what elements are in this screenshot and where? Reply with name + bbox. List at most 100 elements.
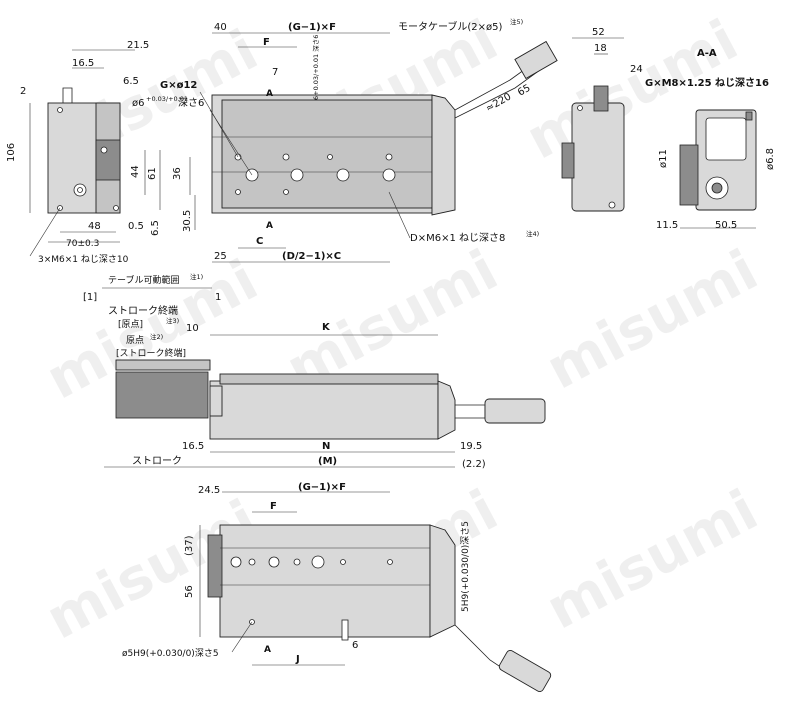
dim-16-5: 16.5 bbox=[182, 441, 204, 452]
dim-48: 48 bbox=[88, 221, 101, 232]
dim-phi11: ø11 bbox=[658, 149, 669, 168]
label-stroke-end: ストローク終端 bbox=[108, 304, 178, 317]
label-g-phi12: G×ø12 bbox=[160, 80, 197, 91]
dim-m: (M) bbox=[318, 456, 337, 467]
label-origin-note: 注2) bbox=[150, 332, 163, 341]
dim-g-minus-1-f: (G−1)×F bbox=[288, 22, 336, 33]
watermark-text: misumi bbox=[536, 238, 768, 403]
dim-220: ≈220 bbox=[484, 91, 513, 114]
end-side-block bbox=[561, 142, 575, 179]
front-cable bbox=[455, 404, 486, 419]
dim-k: K bbox=[322, 322, 331, 333]
dim-phi6-8: ø6.8 bbox=[765, 148, 776, 170]
dim-106: 106 bbox=[6, 143, 17, 162]
dim-37: (37) bbox=[184, 535, 195, 556]
label-table-range: テーブル可動範囲 bbox=[108, 274, 179, 286]
dim-0-5: 0.5 bbox=[128, 221, 144, 232]
bottom-connector bbox=[498, 649, 552, 693]
left-hole-4 bbox=[113, 205, 119, 211]
front-stroke-ghost bbox=[115, 359, 211, 371]
dim-2-2: (2.2) bbox=[462, 459, 486, 470]
dim-6-5-top: 6.5 bbox=[123, 76, 139, 87]
top-hole-big bbox=[382, 168, 396, 182]
section-rail bbox=[679, 144, 699, 206]
dim-c: C bbox=[256, 236, 263, 247]
thread-3xm6: 3×M6×1 ねじ深さ10 bbox=[38, 254, 129, 265]
end-body bbox=[571, 102, 625, 212]
leader bbox=[199, 91, 239, 158]
dim-24-5: 24.5 bbox=[198, 485, 220, 496]
dim-f-bottom: F bbox=[270, 501, 277, 512]
label-phi5-tol: ø5H9(+0.030/0)深さ5 bbox=[122, 648, 219, 659]
cable-connector bbox=[514, 40, 558, 80]
label-origin-bracket-note: 注3) bbox=[166, 316, 179, 325]
watermark-text: misumi bbox=[536, 478, 768, 643]
bottom-hole bbox=[311, 555, 325, 569]
bottom-slot bbox=[341, 619, 349, 641]
front-table-top bbox=[219, 373, 439, 385]
left-hole-1 bbox=[100, 146, 108, 154]
dim-70: 70±0.3 bbox=[66, 239, 99, 249]
top-hole bbox=[282, 153, 290, 161]
top-hole-big bbox=[336, 168, 350, 182]
left-side-view: 21.5 16.5 6.5 2 106 44 61 48 0.5 6.5 70±… bbox=[6, 40, 161, 265]
dim-18: 18 bbox=[594, 43, 607, 54]
dim-24: 24 bbox=[630, 64, 643, 75]
dim-11-5: 11.5 bbox=[656, 220, 678, 231]
dim-6-bottom: 6 bbox=[352, 640, 358, 651]
dim-52: 52 bbox=[592, 27, 605, 38]
section-thread: G×M8×1.25 ねじ深さ16 bbox=[645, 76, 769, 89]
bottom-hole bbox=[293, 558, 301, 566]
label-origin: 原点 bbox=[126, 335, 144, 346]
front-bracket bbox=[209, 385, 223, 417]
top-hole bbox=[327, 154, 333, 160]
section-a-top: A bbox=[266, 89, 273, 99]
bottom-end-cap bbox=[429, 524, 456, 638]
dim-g-minus-1-f-bottom: (G−1)×F bbox=[298, 482, 346, 493]
label-table-range-note: 注1) bbox=[190, 272, 203, 281]
dim-25: 25 bbox=[214, 251, 227, 262]
top-hole bbox=[283, 189, 289, 195]
front-end-cap bbox=[437, 380, 456, 440]
motor-cable-label: モータケーブル(2×ø5) bbox=[398, 20, 503, 33]
top-table bbox=[221, 99, 433, 209]
bottom-hole bbox=[387, 559, 393, 565]
leader bbox=[231, 621, 253, 653]
motor-cable bbox=[454, 69, 541, 119]
dim-d2-minus-1-c: (D/2−1)×C bbox=[282, 251, 341, 262]
label-bracket1: [1] bbox=[83, 292, 97, 303]
top-end-cap bbox=[431, 94, 456, 216]
section-bore-inner bbox=[711, 182, 723, 194]
label-phi6-tol: +0.03/+0.01 bbox=[146, 95, 188, 103]
dim-n: N bbox=[322, 441, 330, 452]
top-hole bbox=[235, 189, 241, 195]
bottom-hole bbox=[268, 556, 280, 568]
label-phi6: ø6 bbox=[132, 98, 144, 109]
bottom-view: 24.5 (G−1)×F F (37) 56 ø5H9(+0.030/0)深さ5… bbox=[122, 482, 552, 693]
dim-f: F bbox=[263, 37, 270, 48]
section-title: A-A bbox=[697, 48, 717, 59]
top-hole-big bbox=[290, 168, 304, 182]
section-key bbox=[745, 111, 753, 121]
dim-56: 56 bbox=[184, 585, 195, 598]
end-hole bbox=[608, 201, 616, 209]
dim-j: J bbox=[295, 654, 300, 665]
dim-stroke: ストローク bbox=[132, 455, 182, 467]
label-one: 1 bbox=[215, 292, 221, 303]
dim-36: 36 bbox=[172, 167, 183, 180]
section-cavity bbox=[705, 117, 747, 161]
left-hole-2-inner bbox=[77, 187, 83, 193]
leader bbox=[388, 191, 411, 239]
leader bbox=[29, 207, 61, 257]
dim-10: 10 bbox=[186, 323, 199, 334]
thread-d-m6: D×M6×1 ねじ深さ8 bbox=[410, 232, 505, 244]
top-view: 40 (G−1)×F F 7 6+0.03/+0.01 深さ6 モータケーブル(… bbox=[132, 17, 558, 263]
bottom-hole bbox=[230, 556, 242, 568]
front-connector bbox=[484, 398, 546, 424]
bottom-hole bbox=[340, 559, 346, 565]
front-table-ghost bbox=[115, 371, 209, 419]
end-hole bbox=[577, 105, 583, 111]
label-right-tol: 5H9(+0.030/0)深さ5 bbox=[460, 521, 471, 612]
dim-6-5-bottom: 6.5 bbox=[150, 220, 161, 236]
